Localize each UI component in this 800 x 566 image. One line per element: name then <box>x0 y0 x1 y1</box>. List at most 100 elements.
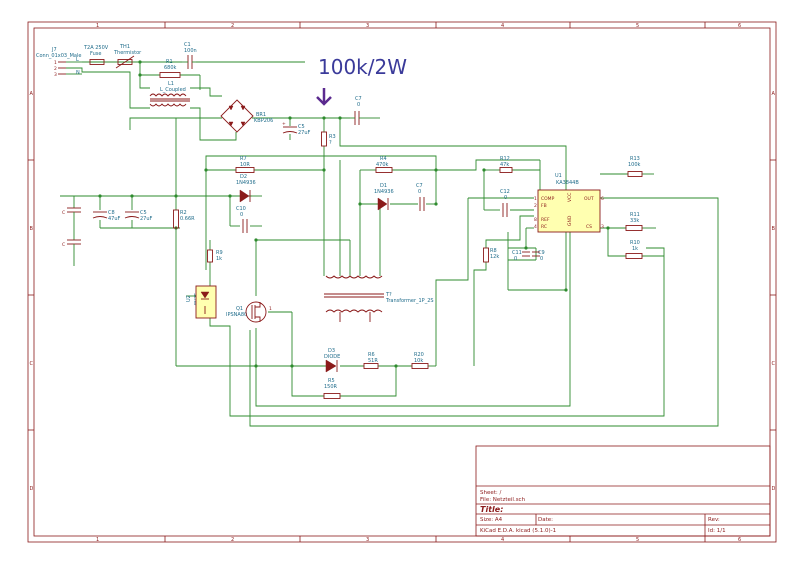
svg-text:Q1: Q1 <box>236 306 243 312</box>
svg-text:4: 4 <box>534 224 537 230</box>
svg-text:10k: 10k <box>414 358 423 364</box>
annotation-text: 100k/2W <box>318 55 407 79</box>
svg-text:27uF: 27uF <box>140 216 153 222</box>
resistor-r4: R4 470k <box>375 156 393 173</box>
svg-text:R2: R2 <box>180 210 187 216</box>
svg-text:REF: REF <box>541 217 550 223</box>
svg-text:L: L <box>76 57 79 63</box>
title-block-rev: Rev: <box>708 517 720 523</box>
svg-text:1: 1 <box>54 60 57 66</box>
input-capacitors-left: CC <box>62 207 81 254</box>
svg-text:1k: 1k <box>632 246 638 252</box>
svg-text:3: 3 <box>601 224 604 230</box>
svg-text:51R: 51R <box>368 358 378 364</box>
svg-text:Thermistor: Thermistor <box>113 50 142 56</box>
title-block-tool: KiCad E.D.A. kicad (5.1.0)-1 <box>480 528 556 534</box>
svg-text:33k: 33k <box>630 218 639 224</box>
column-label: 4 <box>501 23 504 29</box>
row-label: C <box>772 361 776 367</box>
svg-text:C11: C11 <box>512 250 522 256</box>
svg-text:0: 0 <box>357 102 360 108</box>
svg-text:L1: L1 <box>168 81 174 87</box>
resistor-r20: R20 10k <box>411 352 429 369</box>
resistor-r3: R3 ? <box>321 131 336 147</box>
svg-text:+: + <box>282 121 286 127</box>
svg-text:0: 0 <box>514 256 517 262</box>
svg-text:U1: U1 <box>555 173 562 179</box>
svg-text:0.66R: 0.66R <box>180 216 195 222</box>
svg-text:47uF: 47uF <box>108 216 121 222</box>
svg-text:100n: 100n <box>184 48 197 54</box>
resistor-r2: R2 0.66R <box>173 209 195 229</box>
svg-text:Conn_01x03_Male: Conn_01x03_Male <box>36 53 81 59</box>
svg-text:0: 0 <box>540 256 543 262</box>
svg-text:RC: RC <box>541 224 547 230</box>
svg-text:1N4936: 1N4936 <box>236 180 256 186</box>
column-label: 4 <box>501 537 504 543</box>
capacitor-c7-mid: C7 0 <box>416 183 425 211</box>
column-label: 1 <box>96 537 99 543</box>
svg-text:R6: R6 <box>368 352 375 358</box>
capacitor-c7-top: C7 0 <box>350 96 368 125</box>
fuse-f1: T2A 250V Fuse <box>83 45 109 65</box>
svg-text:R10: R10 <box>630 240 640 246</box>
svg-text:1N4936: 1N4936 <box>374 189 394 195</box>
svg-text:680k: 680k <box>164 65 177 71</box>
svg-text:DIODE: DIODE <box>324 354 340 360</box>
svg-text:T?: T? <box>385 292 392 298</box>
svg-text:1: 1 <box>269 306 272 312</box>
column-label: 1 <box>96 23 99 29</box>
capacitor-c9: C9 0 <box>532 250 545 262</box>
svg-text:6: 6 <box>601 196 604 202</box>
inductor-l1: L1 L_Coupled <box>149 81 190 107</box>
resistor-r10: R10 1k <box>625 240 643 259</box>
sheet-frame: 1 2 3 4 5 6 1 2 3 4 5 6 A B C D A B C D <box>27 21 777 543</box>
svg-text:R3: R3 <box>329 134 336 140</box>
svg-text:R11: R11 <box>630 212 640 218</box>
svg-text:C5: C5 <box>140 210 147 216</box>
row-label: D <box>30 486 34 492</box>
column-label: 6 <box>738 537 741 543</box>
resistor-r13: R13 100k <box>627 156 643 177</box>
controller-ic-u1: U1 KA3844B COMP FB REF RC OUT CS VCC GND… <box>534 173 604 233</box>
diode-d1: D1 1N4936 <box>374 183 394 211</box>
svg-text:T2A 250V: T2A 250V <box>83 45 109 51</box>
svg-text:D3: D3 <box>328 348 335 354</box>
svg-text:R7: R7 <box>240 156 247 162</box>
svg-text:470k: 470k <box>376 162 389 168</box>
mosfet-q1: Q1 IPSNA80 1 <box>226 301 272 323</box>
svg-text:R13: R13 <box>630 156 640 162</box>
junctions <box>98 60 610 368</box>
connector-j7: J7 Conn_01x03_Male 1 2 3 L N <box>36 47 81 78</box>
title-block-title: Title: <box>480 505 503 514</box>
svg-text:C: C <box>62 210 65 216</box>
svg-text:C8: C8 <box>108 210 115 216</box>
capacitor-c10: C10 0 <box>236 206 248 233</box>
svg-text:KBP206: KBP206 <box>254 118 273 124</box>
resistor-r5: R5 150R <box>323 378 341 399</box>
svg-text:R20: R20 <box>414 352 424 358</box>
svg-text:1k: 1k <box>216 256 222 262</box>
svg-text:N: N <box>76 70 80 76</box>
svg-text:C7: C7 <box>355 96 362 102</box>
svg-text:C1: C1 <box>184 42 191 48</box>
resistor-r7: R7 10R <box>235 156 255 173</box>
svg-text:FB: FB <box>541 203 547 209</box>
column-label: 3 <box>366 537 369 543</box>
svg-text:Transformer_1P_2S: Transformer_1P_2S <box>385 298 434 304</box>
svg-text:2: 2 <box>54 66 57 72</box>
column-label: 5 <box>636 537 639 543</box>
svg-text:C9: C9 <box>538 250 545 256</box>
svg-text:GND: GND <box>567 215 573 226</box>
title-block-sheet: Sheet: / <box>480 490 502 496</box>
svg-text:L_Coupled: L_Coupled <box>160 87 186 93</box>
svg-text:150R: 150R <box>324 384 338 390</box>
annotation-callout: 100k/2W <box>316 55 407 106</box>
svg-text:C10: C10 <box>236 206 246 212</box>
svg-text:VCC: VCC <box>567 193 573 202</box>
row-label: A <box>30 91 34 97</box>
title-block-id: Id: 1/1 <box>708 528 726 534</box>
svg-text:47k: 47k <box>500 162 509 168</box>
capacitor-c12: C12 0 <box>500 189 510 217</box>
